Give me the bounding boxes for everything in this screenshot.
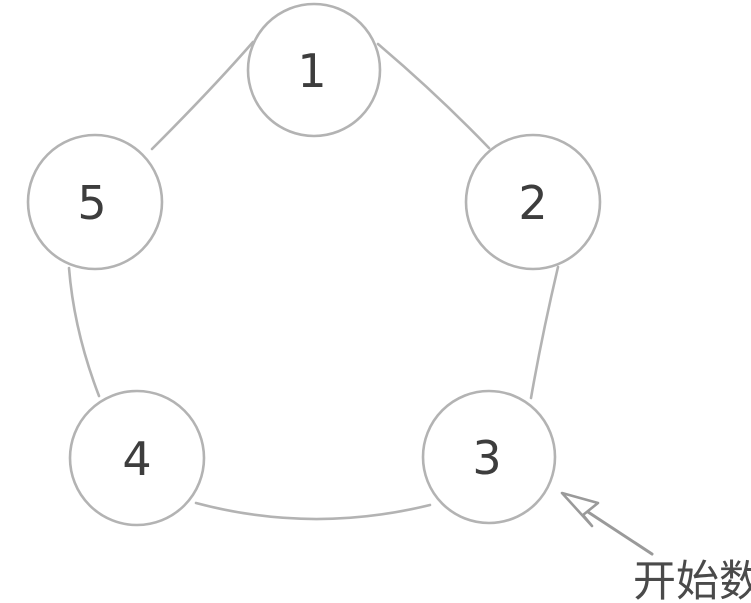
node-circle-5[interactable]: [26, 133, 164, 271]
edge-1-to-2: [376, 42, 491, 150]
edge-2-to-3: [529, 265, 560, 400]
node-group: [26, 2, 602, 527]
edge-5-to-1: [150, 40, 255, 151]
node-label-5: 5: [77, 176, 106, 230]
node-circle-3[interactable]: [421, 389, 557, 525]
annotation-arrow: [560, 491, 654, 556]
node-label-4: 4: [122, 432, 151, 486]
node-label-group: 1 2 3 4 5: [77, 44, 547, 486]
arrow-shaft: [586, 510, 654, 556]
edge-3-to-4: [194, 501, 432, 521]
arrow-head-icon: [560, 491, 600, 528]
edge-4-to-5: [67, 266, 101, 398]
node-circle-2[interactable]: [464, 133, 602, 271]
node-label-1: 1: [297, 44, 326, 98]
node-label-3: 3: [472, 431, 501, 485]
annotation-label: 开始数: [633, 557, 751, 603]
node-circle-1[interactable]: [246, 2, 382, 138]
node-circle-4[interactable]: [68, 389, 206, 527]
node-label-2: 2: [518, 176, 547, 230]
edge-group: [67, 40, 560, 521]
